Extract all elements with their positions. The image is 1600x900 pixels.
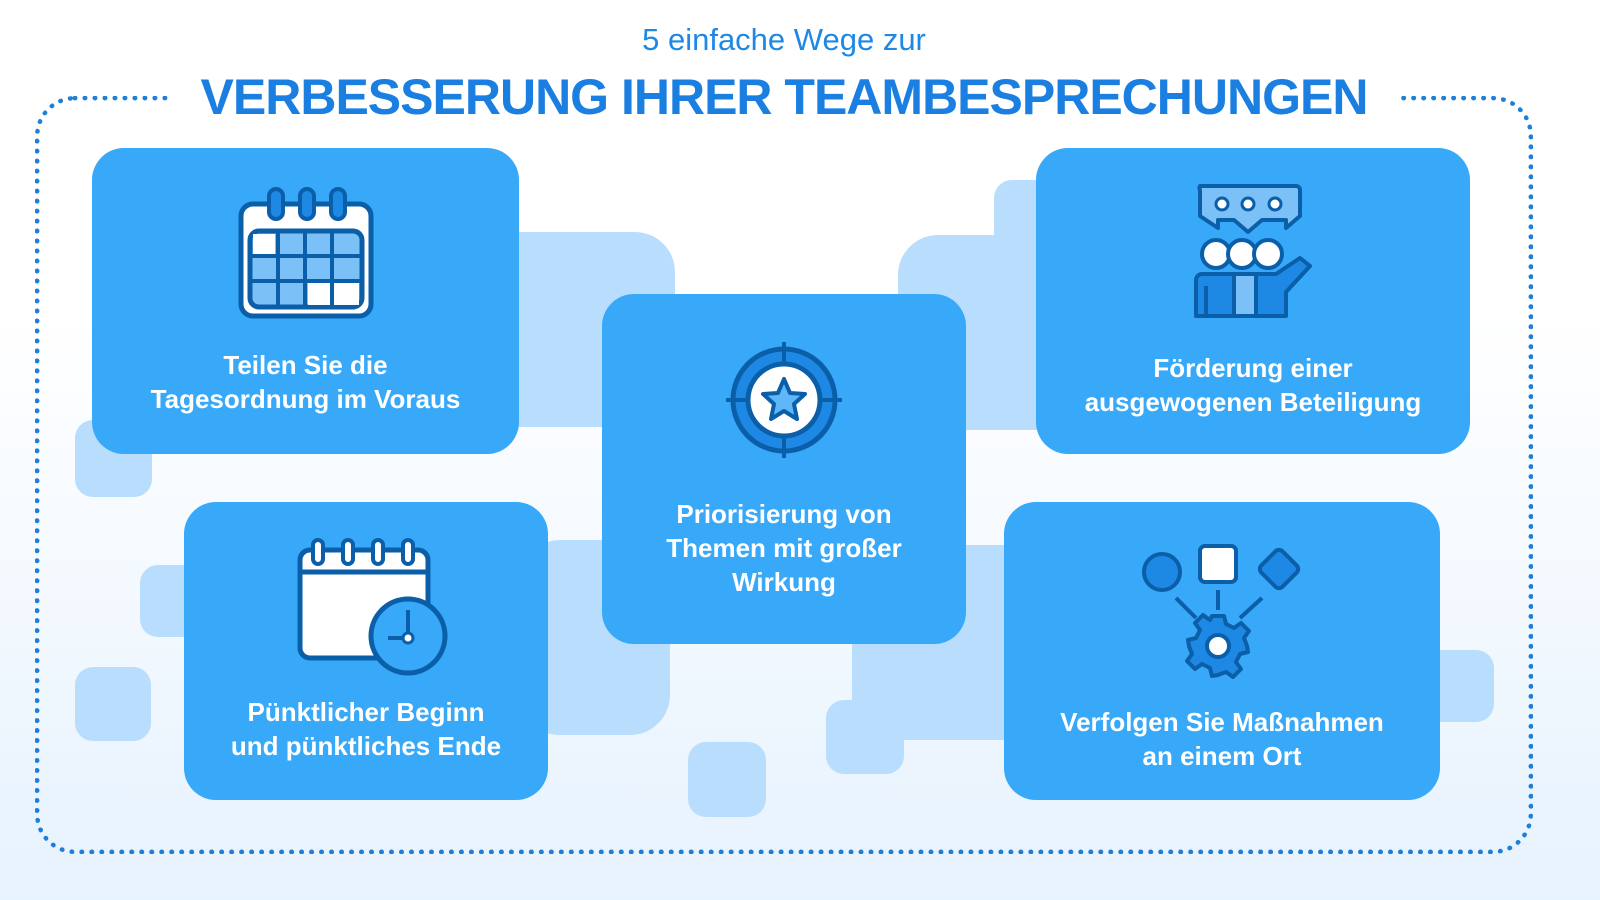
page-title: VERBESSERUNG IHRER TEAMBESPRECHUNGEN xyxy=(200,69,1369,125)
card-text: Teilen Sie die xyxy=(223,350,388,380)
card-text: ausgewogenen Beteiligung xyxy=(1084,387,1422,417)
deco-square xyxy=(826,700,904,774)
card-action-tracking: Verfolgen Sie Maßnahmen an einem Ort xyxy=(1004,502,1440,800)
card-punctuality: Pünktlicher Beginn und pünktliches Ende xyxy=(184,502,548,800)
card-text: Förderung einer xyxy=(1153,353,1353,383)
workflow-gear-icon xyxy=(1142,544,1301,679)
card-text: Tagesordnung im Voraus xyxy=(150,384,461,414)
calendar-clock-icon xyxy=(297,538,448,676)
card-text: Verfolgen Sie Maßnahmen xyxy=(1060,707,1384,737)
card-text: und pünktliches Ende xyxy=(230,731,502,761)
title-background xyxy=(170,80,1400,120)
deco-square xyxy=(75,667,151,741)
card-participation: Förderung einer ausgewogenen Beteiligung xyxy=(1036,148,1470,454)
card-priorities: Priorisierung von Themen mit großer Wirk… xyxy=(602,294,966,644)
subtitle: 5 einfache Wege zur xyxy=(642,22,926,57)
card-text: Themen mit großer xyxy=(666,533,902,563)
calendar-icon xyxy=(238,187,374,319)
target-star-icon xyxy=(726,342,842,458)
card-agenda: Teilen Sie die Tagesordnung im Voraus xyxy=(92,148,519,454)
card-text: Priorisierung von xyxy=(676,499,892,529)
card-text: an einem Ort xyxy=(1142,741,1302,771)
card-text: Pünktlicher Beginn xyxy=(247,697,485,727)
deco-square xyxy=(688,742,766,817)
team-discussion-icon xyxy=(1194,184,1312,318)
card-text: Wirkung xyxy=(732,567,836,597)
